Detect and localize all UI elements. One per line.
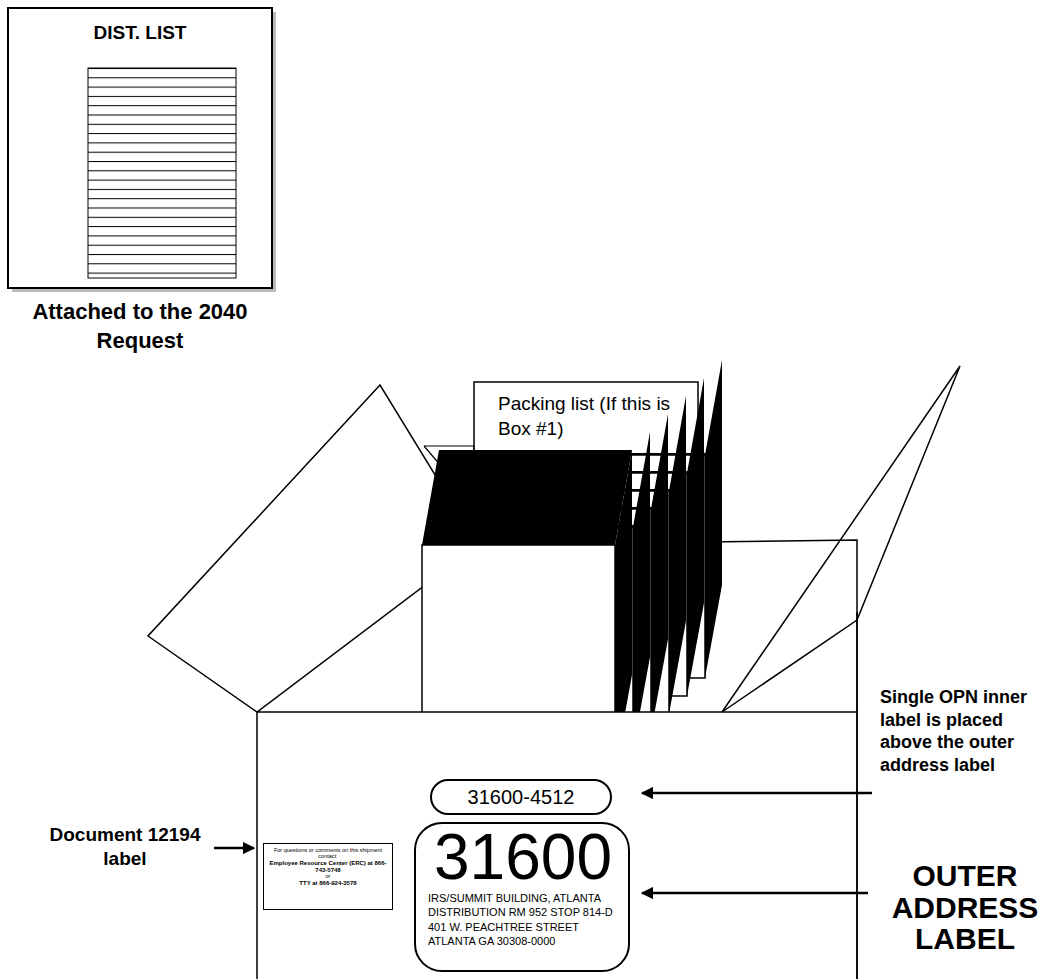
dist-list-sheet: DIST. LIST [8, 8, 272, 288]
inner-opn-label: 31600-4512 [430, 779, 612, 815]
publication-stack [422, 360, 722, 768]
outer-address-label: 31600IRS/SUMMIT BUILDING, ATLANTA DISTRI… [414, 822, 630, 972]
callout-text: OUTER ADDRESS LABEL [872, 860, 1058, 955]
dist-list-sheet [8, 8, 272, 288]
label-inner: 31600-4512 [468, 786, 575, 809]
callout-text: Single OPN inner label is placed above t… [880, 686, 1058, 776]
ruled-lines [88, 68, 236, 278]
packing-list-sheet: Packing list (If this is Box #1) [474, 382, 698, 444]
node-heading: 31600 [428, 824, 618, 891]
document-12194-label: For questions or comments on this shipme… [263, 843, 393, 910]
book-spine [687, 378, 704, 696]
node-text: TTY at 866-924-3578 [268, 880, 388, 887]
node-heading: DIST. LIST [8, 22, 272, 44]
right-flap [722, 366, 960, 712]
node-heading: For questions or comments on this shipme… [268, 847, 388, 860]
book-top [422, 450, 632, 545]
book-spine [705, 360, 722, 678]
book-spine [651, 414, 668, 732]
node-heading: 31600-4512 [468, 786, 575, 809]
box-corner [856, 612, 858, 979]
leader-arrow [214, 847, 254, 850]
leader-arrow [642, 892, 868, 895]
node-text: or [268, 873, 388, 879]
box-front [257, 712, 857, 979]
book-spine [633, 432, 650, 750]
node-heading: Packing list (If this is Box #1) [498, 392, 690, 441]
book-spine [669, 396, 686, 714]
callout-text: Document 12194 label [40, 823, 210, 871]
sheet-caption: Attached to the 2040 Request [20, 298, 260, 355]
leader-arrow [642, 792, 872, 795]
node-text: Employee Resource Center (ERC) at 866-74… [268, 860, 388, 874]
node-text: IRS/SUMMIT BUILDING, ATLANTA DISTRIBUTIO… [428, 891, 618, 948]
